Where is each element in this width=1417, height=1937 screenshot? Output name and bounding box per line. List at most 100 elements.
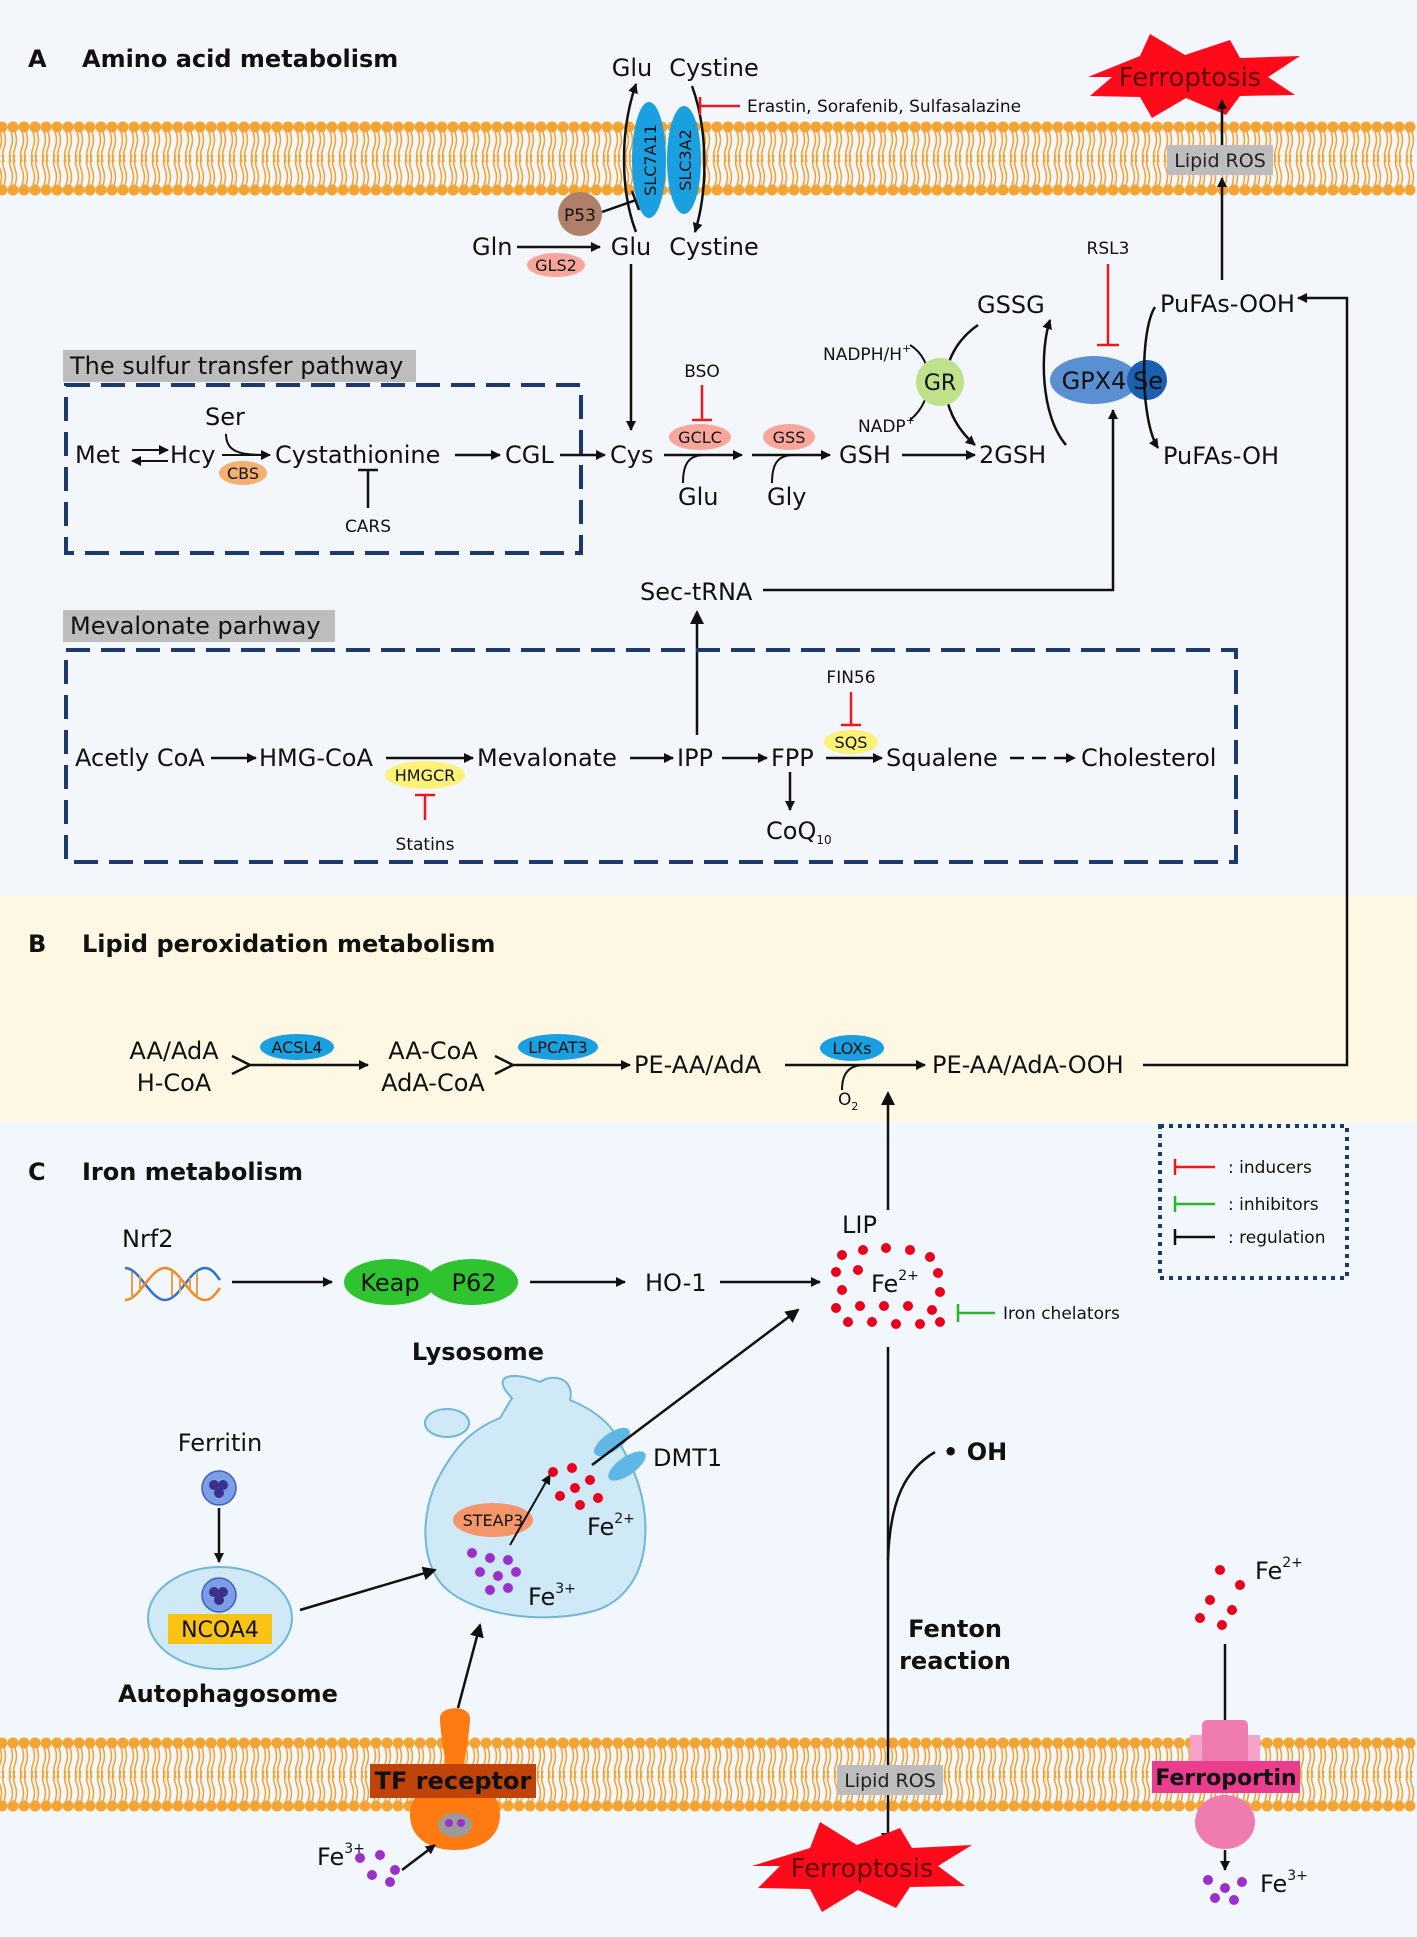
ferroptosis-star-top (1088, 34, 1300, 118)
slc3a2-label: SLC3A2 (676, 129, 695, 191)
tf-receptor-box (370, 1764, 536, 1798)
erastin-label: Erastin, Sorafenib, Sulfasalazine (747, 97, 1021, 117)
lysosome-fe2-label: Fe2+ (587, 1511, 635, 1541)
gln-label: Gln (472, 233, 512, 261)
section-b-letter: B (28, 930, 46, 958)
lysosome-fe3-dots (467, 1548, 521, 1595)
lpcat3-enzyme (518, 1034, 598, 1060)
legend-box (1158, 1124, 1349, 1280)
steap3-enzyme (453, 1503, 533, 1537)
o2-label: O2 (838, 1090, 858, 1113)
extracellular-fe3-dots (355, 1850, 400, 1887)
fe2-out-label: Fe2+ (1255, 1555, 1303, 1585)
section-b-title: Lipid peroxidation metabolism (82, 930, 495, 958)
glu-input-label: Glu (678, 483, 718, 511)
rsl3-label: RSL3 (1087, 239, 1130, 259)
gss-label: GSS (773, 428, 806, 447)
glu-top-label: Glu (612, 54, 652, 82)
ferroportin-box (1152, 1761, 1300, 1793)
section-c-title: Iron metabolism (82, 1158, 303, 1186)
sulfur-pathway-title: The sulfur transfer pathway (69, 352, 403, 380)
aa-hcoa-label-2: H-CoA (137, 1069, 212, 1097)
acsl4-reaction-arrow (231, 1056, 368, 1074)
lip-fe2-label: Fe2+ (871, 1268, 919, 1298)
cytosolic-fe2-dots (1195, 1565, 1245, 1630)
p62-label: P62 (451, 1269, 496, 1297)
pufa-reduction-arc (1142, 306, 1160, 449)
steap3-fe3-to-fe2 (509, 1474, 551, 1546)
ncoa4-box (168, 1614, 272, 1644)
gclc-label: GCLC (678, 428, 722, 447)
autophagosome-to-lysosome (299, 1566, 437, 1612)
exported-fe3-dots (1203, 1875, 1247, 1905)
statins-label: Statins (396, 835, 455, 855)
2gsh-label: 2GSH (979, 441, 1046, 469)
hmgcoa-label: HMG-CoA (259, 744, 373, 772)
lysosome-vesicle (424, 1408, 470, 1438)
pufa-ooh-label: PuFAs-OOH (1160, 290, 1295, 318)
cystathionine-label: Cystathionine (275, 441, 440, 469)
cbs-enzyme (219, 461, 267, 485)
cystine-top-label: Cystine (669, 54, 759, 82)
tf-receptor-slot (438, 1813, 472, 1837)
squalene-label: Squalene (886, 744, 998, 772)
gls2-label: GLS2 (535, 256, 577, 275)
mevalonate-title-box (63, 610, 335, 642)
labile-iron-pool (831, 1243, 945, 1329)
slc3a2-transporter (667, 106, 701, 214)
legend-inhibitors: : inhibitors (1228, 1195, 1319, 1215)
pe-aa-ooh-to-pufa-ooh (1143, 293, 1349, 1067)
sec-trna-label: Sec-tRNA (640, 578, 753, 606)
met-label: Met (75, 441, 120, 469)
dmt1-transporter-a (594, 1427, 630, 1457)
cystine-bottom-label: Cystine (669, 233, 759, 261)
sqs-enzyme (824, 730, 878, 754)
slc7a11-label: SLC7A11 (641, 124, 660, 196)
loxs-enzyme (820, 1035, 884, 1061)
oh-radical-label: • OH (943, 1438, 1007, 1466)
p62-protein (426, 1259, 518, 1305)
p53-node (558, 192, 602, 236)
glu-export-arrow (622, 83, 638, 233)
ser-label: Ser (205, 403, 245, 431)
gsh-to-gssg-arc (1042, 319, 1067, 446)
gclc-enzyme (669, 424, 731, 450)
loxs-label: LOXs (832, 1039, 871, 1058)
se-label: Se (1133, 367, 1163, 395)
lipid-ros-box-bottom (837, 1765, 943, 1795)
ferroptosis-star-bottom (752, 1822, 972, 1912)
ho1-label: HO-1 (645, 1269, 707, 1297)
tf-receptor-label: TF receptor (375, 1767, 532, 1795)
ferroportin-label: Ferroportin (1155, 1766, 1296, 1791)
nrf2-label: Nrf2 (122, 1225, 174, 1253)
nadp-label: NADP+ (858, 414, 915, 437)
lipid-ros-label-top: Lipid ROS (1174, 150, 1266, 172)
fe3-in-label: Fe3+ (317, 1841, 365, 1871)
panel-b-background (0, 895, 1417, 1122)
gr-label: GR (924, 371, 956, 396)
ferroptosis-label-top: Ferroptosis (1119, 63, 1262, 93)
gpx4-label: GPX4 (1062, 367, 1127, 395)
fpp-label: FPP (771, 744, 814, 772)
p53-label: P53 (564, 206, 596, 226)
coq10-label: CoQ10 (766, 817, 832, 847)
gr-enzyme (916, 358, 964, 406)
cholesterol-label: Cholesterol (1081, 744, 1216, 772)
section-a-letter: A (28, 45, 47, 73)
fenton-label-1: Fenton (908, 1615, 1002, 1643)
fin56-label: FIN56 (826, 668, 875, 688)
ipp-label: IPP (677, 744, 713, 772)
cgl-label: CGL (505, 441, 554, 469)
lysosome-fe3-label: Fe3+ (528, 1581, 576, 1611)
legend-inducers: : inducers (1228, 1158, 1312, 1178)
lpcat3-label: LPCAT3 (528, 1038, 587, 1057)
lysosome-body (424, 1375, 647, 1619)
gly-label: Gly (767, 483, 806, 511)
cars-label: CARS (345, 517, 391, 537)
fenton-oh-branch (886, 1450, 936, 1561)
bso-label: BSO (684, 362, 720, 382)
acsl4-label: ACSL4 (271, 1038, 322, 1057)
dmt1-transporter-b (608, 1451, 646, 1481)
